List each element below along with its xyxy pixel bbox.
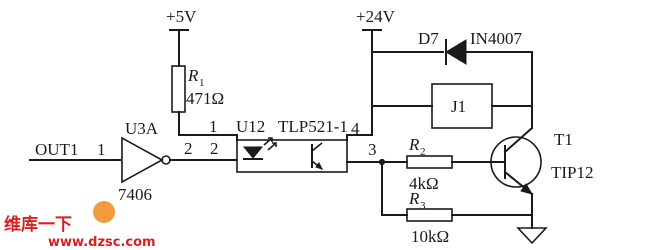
r2-value: 4kΩ bbox=[409, 174, 439, 193]
resistor-r3: R 3 10kΩ bbox=[381, 189, 533, 246]
watermark: 维库一下 www.dzsc.com bbox=[4, 201, 156, 250]
opto-ref: U12 bbox=[236, 117, 265, 136]
transistor-part: TIP12 bbox=[551, 163, 594, 182]
inverter-ref: U3A bbox=[125, 119, 159, 138]
pin-out1-1: 1 bbox=[97, 140, 106, 159]
resistor-r2: R 2 4kΩ bbox=[381, 135, 506, 193]
pin-inv-2: 2 bbox=[184, 139, 193, 158]
diode-part: IN4007 bbox=[470, 29, 522, 48]
signal-out1-label: OUT1 bbox=[35, 140, 78, 159]
transistor-t1: T1 TIP12 bbox=[490, 119, 594, 229]
r3-value: 10kΩ bbox=[411, 227, 449, 246]
r1-subscript: 1 bbox=[199, 77, 205, 89]
supply-24v: +24V bbox=[356, 7, 396, 31]
supply-24v-label: +24V bbox=[356, 7, 396, 26]
resistor-r1: R 1 471Ω bbox=[171, 65, 238, 141]
pin-opto-2: 2 bbox=[210, 139, 219, 158]
watermark-site-url: www.dzsc.com bbox=[48, 235, 156, 250]
inverter-part: 7406 bbox=[118, 185, 152, 204]
relay-ref: J1 bbox=[451, 97, 466, 116]
optocoupler-tlp521: U12 TLP521-1 1 4 3 bbox=[209, 117, 377, 173]
pin-opto-4: 4 bbox=[351, 119, 360, 138]
diode-d7: D7 IN4007 bbox=[371, 29, 533, 121]
pin-opto-3: 3 bbox=[368, 140, 377, 159]
relay-j1: J1 bbox=[371, 83, 533, 129]
r2-subscript: 2 bbox=[420, 146, 426, 158]
led-triangle bbox=[242, 146, 264, 159]
ground-icon bbox=[516, 227, 548, 245]
transistor-ref: T1 bbox=[554, 130, 573, 149]
r2-name: R bbox=[408, 135, 420, 154]
r3-subscript: 3 bbox=[420, 200, 426, 212]
pin-opto-1: 1 bbox=[209, 117, 218, 136]
diode-ref: D7 bbox=[418, 29, 439, 48]
input-out1: OUT1 1 bbox=[29, 140, 121, 161]
opto-part: TLP521-1 bbox=[278, 117, 348, 136]
r1-name: R bbox=[187, 66, 199, 85]
supply-5v-label: +5V bbox=[166, 7, 197, 26]
r3-name: R bbox=[408, 189, 420, 208]
inverter-7406: U3A 7406 2 2 bbox=[118, 119, 238, 204]
watermark-site-cn: 维库一下 bbox=[4, 214, 72, 235]
r1-value: 471Ω bbox=[186, 89, 224, 108]
supply-5v: +5V bbox=[166, 7, 197, 67]
